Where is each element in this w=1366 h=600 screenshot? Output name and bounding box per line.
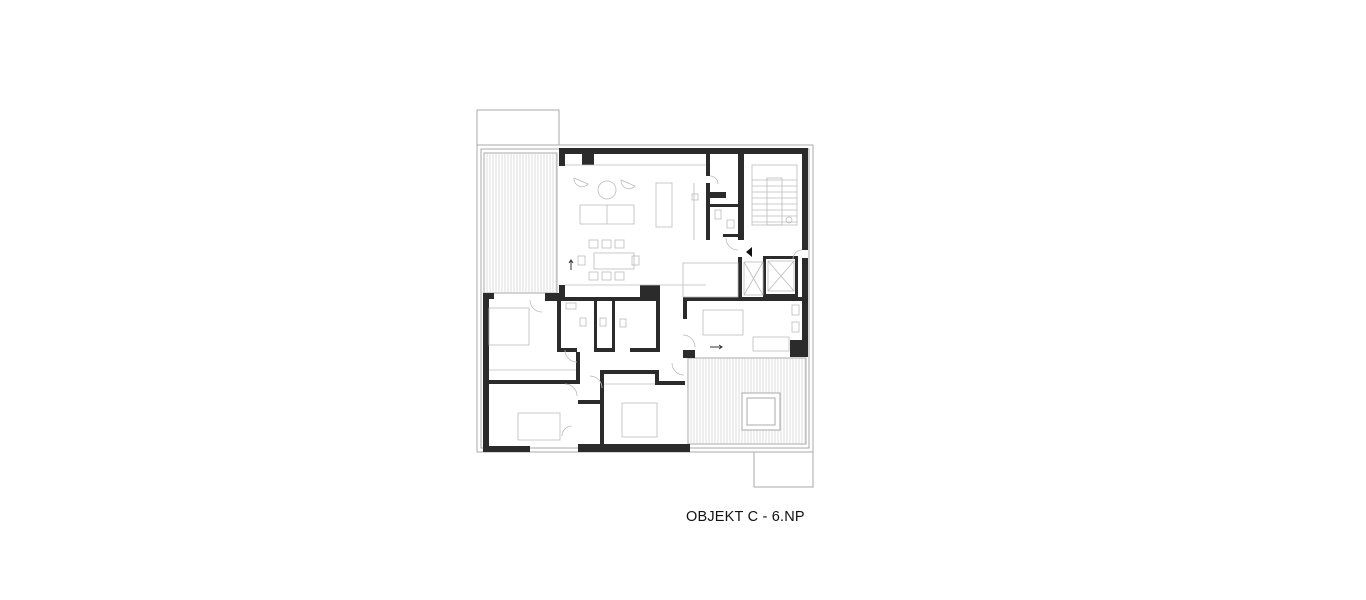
doors bbox=[529, 175, 803, 437]
walls bbox=[483, 148, 808, 452]
staircase bbox=[751, 164, 798, 226]
bedroom-furniture bbox=[488, 307, 790, 441]
sanitary-fixtures bbox=[565, 193, 800, 333]
terrace-left bbox=[483, 152, 558, 294]
hot-tub bbox=[741, 392, 781, 431]
elevator bbox=[743, 260, 795, 296]
drawing-caption: OBJEKT C - 6.NP bbox=[686, 509, 805, 525]
living-furniture bbox=[565, 164, 739, 298]
entrance-arrow-icon bbox=[746, 247, 752, 257]
